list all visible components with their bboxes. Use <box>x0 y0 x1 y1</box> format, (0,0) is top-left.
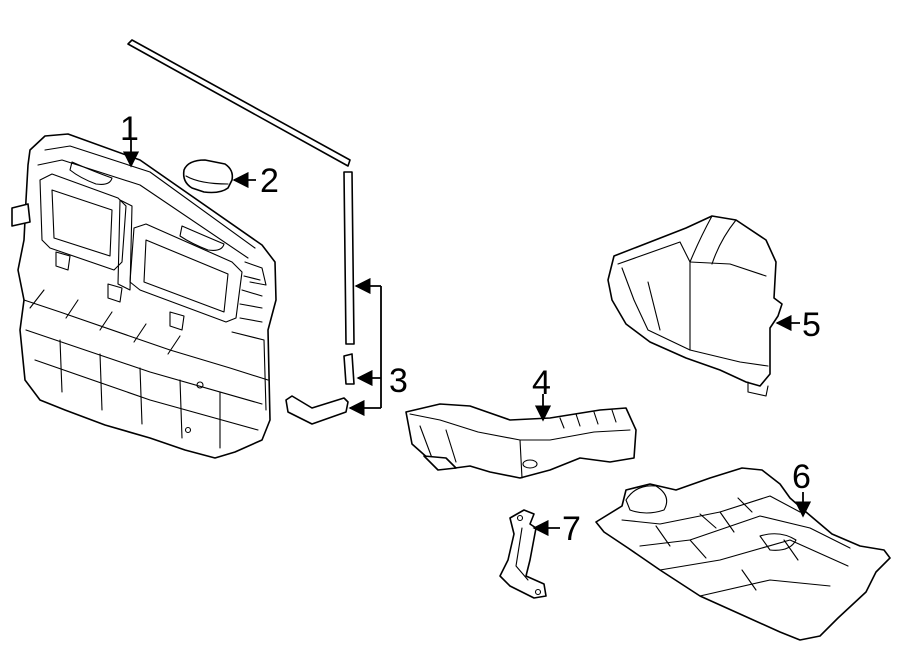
side-air-duct[interactable] <box>405 403 637 479</box>
callout-3: 3 <box>389 362 408 400</box>
callout-1: 1 <box>120 110 139 148</box>
callout-6: 6 <box>792 458 811 496</box>
hood-seal-strip[interactable] <box>127 39 355 425</box>
callout-7: 7 <box>562 510 581 548</box>
radiator-support-shroud[interactable] <box>11 133 277 459</box>
leader-lines <box>122 140 812 537</box>
callout-5: 5 <box>802 306 821 344</box>
mounting-bracket[interactable] <box>499 509 547 599</box>
air-inlet-duct[interactable] <box>607 215 783 397</box>
grommet-cap[interactable] <box>182 159 234 194</box>
callout-4: 4 <box>532 364 551 402</box>
engine-splash-shield[interactable] <box>595 467 891 641</box>
callout-2: 2 <box>260 162 279 200</box>
